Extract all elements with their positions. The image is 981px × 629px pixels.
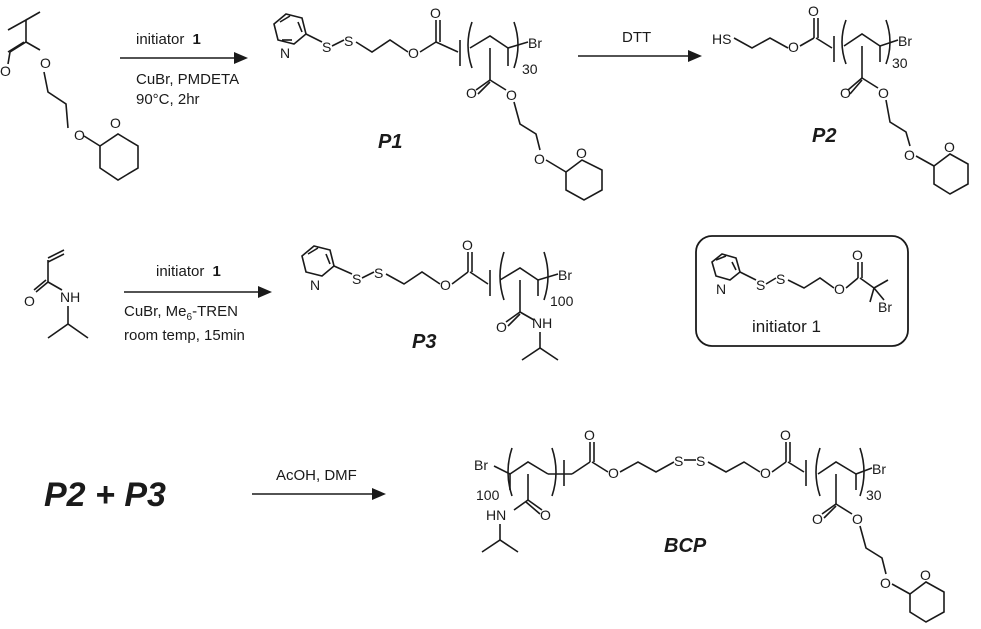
atom-s1: S xyxy=(322,39,331,55)
conditions-temp-3: room temp, 15min xyxy=(124,327,245,344)
atom-o-side-e-bcp: O xyxy=(852,511,863,527)
atom-br-bcp-right: Br xyxy=(872,461,886,477)
reaction-arrow-3: initiator 1 CuBr, Me6-TREN room temp, 15… xyxy=(124,263,272,344)
atom-br-p1: Br xyxy=(528,35,542,51)
atom-n-pyridine-p3: N xyxy=(310,277,320,293)
atom-nh-p3: NH xyxy=(532,315,552,331)
reagent-dtt: DTT xyxy=(622,29,651,46)
atom-s1-bcp: S xyxy=(674,453,683,469)
conditions-initiator-1: initiator xyxy=(136,31,184,48)
atom-o-amide-bcp: O xyxy=(540,507,551,523)
atom-o-ester-p3: O xyxy=(440,277,451,293)
conditions-catalyst-1: CuBr, PMDETA xyxy=(136,71,239,88)
atom-o-carbonyl-initiator: O xyxy=(852,247,863,263)
repeat-30-p1: 30 xyxy=(522,61,538,77)
repeat-100-bcp: 100 xyxy=(476,487,500,503)
atom-hn-bcp: HN xyxy=(486,507,506,523)
atom-o-amide: O xyxy=(24,293,35,309)
atom-o-side-ether-bcp: O xyxy=(880,575,891,591)
conditions-temp-1: 90°C, 2hr xyxy=(136,91,200,108)
repeat-100-p3: 100 xyxy=(550,293,574,309)
atom-o-carbonyl-p1: O xyxy=(430,5,441,21)
atom-o-ester-bcp-left: O xyxy=(608,465,619,481)
atom-br-bcp-left: Br xyxy=(474,457,488,473)
atom-br-p2: Br xyxy=(898,33,912,49)
label-p2: P2 xyxy=(812,125,836,147)
conditions-catalyst-3: CuBr, Me6-TREN xyxy=(124,303,238,323)
atom-o-side-ether: O xyxy=(534,151,545,167)
conditions-initiator-3: initiator xyxy=(156,263,204,280)
atom-o-side-e-p2: O xyxy=(878,85,889,101)
initiator-1-box: N S S O O Br initiator 1 xyxy=(695,235,909,347)
p2-structure: HS O O Br 30 O O O O P2 xyxy=(712,3,969,195)
atom-o-side-c-bcp: O xyxy=(812,511,823,527)
atom-o-ester: O xyxy=(40,55,51,71)
atom-o-ether: O xyxy=(74,127,85,143)
atom-o-side-e: O xyxy=(506,87,517,103)
atom-o-carbonyl-bcp-left: O xyxy=(584,427,595,443)
reaction-arrow-4: AcOH, DMF xyxy=(252,467,386,500)
atom-o-side-c: O xyxy=(466,85,477,101)
atom-o-ester-bcp-right: O xyxy=(760,465,771,481)
atom-s2-p3: S xyxy=(374,265,383,281)
thp-methacrylate-monomer: O O O O xyxy=(0,11,139,181)
label-p1: P1 xyxy=(378,131,402,153)
conditions-coupling: AcOH, DMF xyxy=(276,467,357,484)
atom-o-thp: O xyxy=(110,115,121,131)
reaction-arrow-1: initiator 1 CuBr, PMDETA 90°C, 2hr xyxy=(120,31,248,108)
bcp-structure: Br 100 O HN O O S S O O xyxy=(474,427,945,623)
atom-br-p3: Br xyxy=(558,267,572,283)
atom-o-amide-p3: O xyxy=(496,319,507,335)
atom-hs: HS xyxy=(712,31,731,47)
atom-o-thp-bcp: O xyxy=(920,567,931,583)
atom-br-initiator: Br xyxy=(878,299,892,315)
atom-o-ester-p2: O xyxy=(788,39,799,55)
atom-s2: S xyxy=(344,33,353,49)
atom-n-initiator: N xyxy=(716,281,726,297)
atom-o-thp-p1: O xyxy=(576,145,587,161)
atom-o-carbonyl: O xyxy=(0,63,11,79)
atom-s1-p3: S xyxy=(352,271,361,287)
p3-structure: N S S O O Br 100 O NH P3 xyxy=(301,237,574,361)
repeat-30-bcp: 30 xyxy=(866,487,882,503)
atom-s2-initiator: S xyxy=(776,271,785,287)
repeat-30-p2: 30 xyxy=(892,55,908,71)
atom-o-carbonyl-p2: O xyxy=(808,3,819,19)
initiator-1-label: initiator 1 xyxy=(752,317,821,336)
reactants-p2-p3: P2 + P3 xyxy=(44,476,166,514)
atom-s2-bcp: S xyxy=(696,453,705,469)
atom-nh-monomer: NH xyxy=(60,289,80,305)
label-bcp: BCP xyxy=(664,535,707,557)
atom-o-carbonyl-bcp-right: O xyxy=(780,427,791,443)
atom-o-side-c-p2: O xyxy=(840,85,851,101)
atom-o-ester-initiator: O xyxy=(834,281,845,297)
atom-o-thp-p2: O xyxy=(944,139,955,155)
reaction-arrow-2: DTT xyxy=(578,29,702,62)
atom-o-ester-p1: O xyxy=(408,45,419,61)
p1-structure: N S S O O Br 30 O O O O P1 xyxy=(273,5,603,201)
svg-text:initiator 1: initiator 1 xyxy=(156,263,221,280)
atom-o-carbonyl-p3: O xyxy=(462,237,473,253)
svg-text:initiator 1: initiator 1 xyxy=(136,31,201,48)
nipam-monomer: O NH xyxy=(24,249,89,339)
label-p3: P3 xyxy=(412,331,436,353)
atom-s1-initiator: S xyxy=(756,277,765,293)
atom-n-pyridine: N xyxy=(280,45,290,61)
atom-o-side-ether-p2: O xyxy=(904,147,915,163)
